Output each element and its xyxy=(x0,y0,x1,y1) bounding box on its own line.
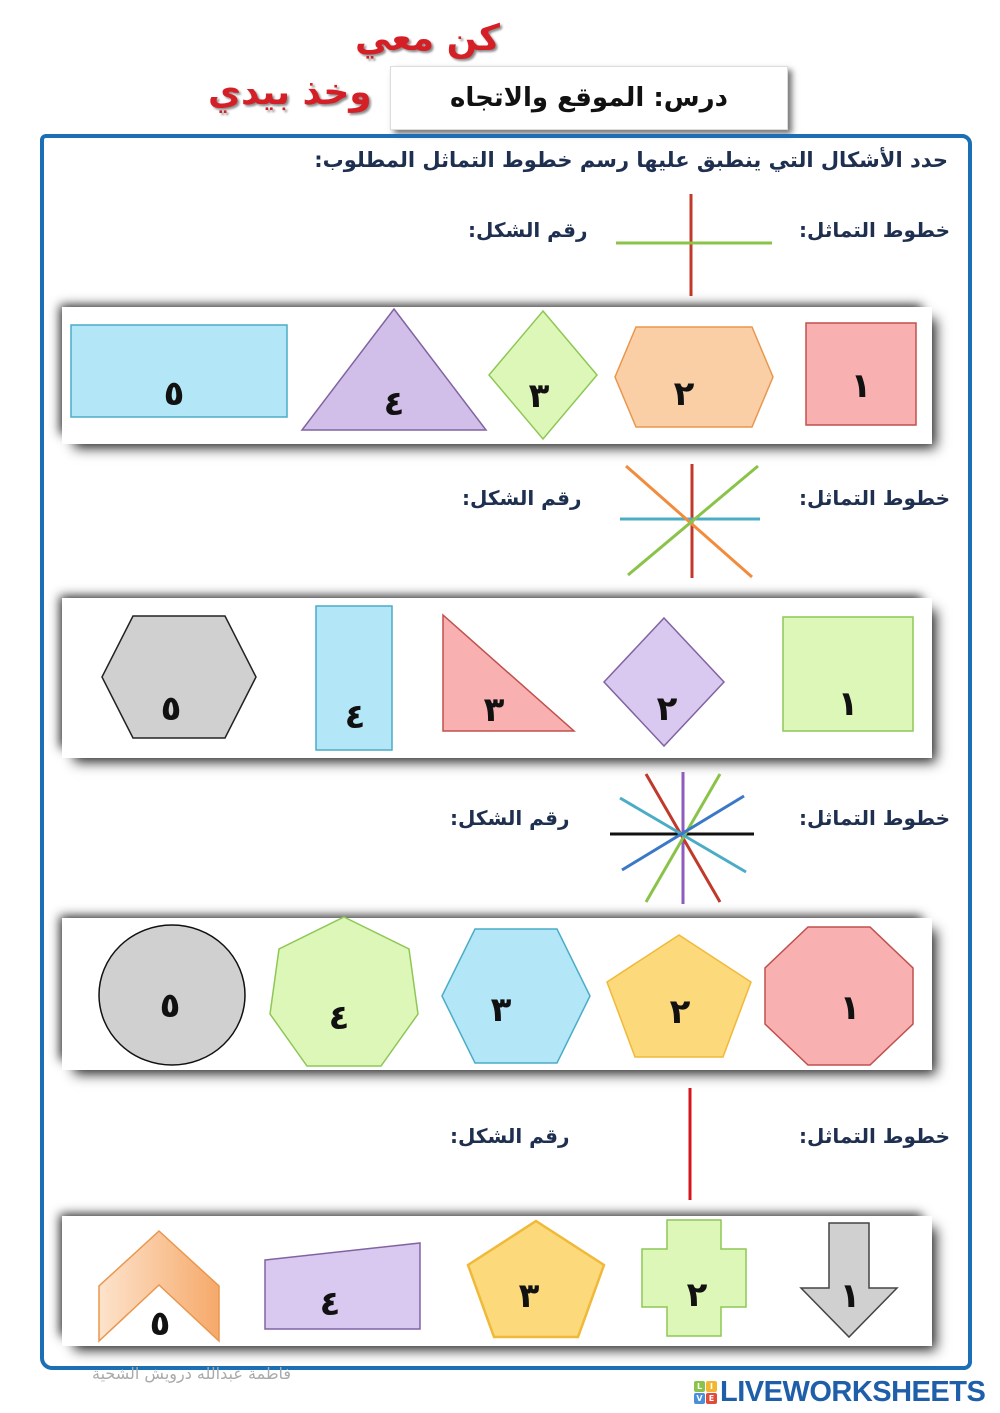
logo-tiles-icon: L I V E xyxy=(694,1381,717,1404)
q1-shape-5-number: ٥ xyxy=(163,374,185,414)
q3-shape-5-number: ٥ xyxy=(159,986,181,1026)
q3-symmetry-lines-icon xyxy=(608,770,758,910)
q3-shape-number-label: رقم الشكل: xyxy=(450,806,570,830)
instruction-text: حدد الأشكال التي ينطبق عليها رسم خطوط ال… xyxy=(314,148,948,172)
slogan-line-1: كن معي xyxy=(355,18,500,59)
q1-shape-4[interactable]: ٤ xyxy=(300,307,488,432)
q3-shape-3[interactable]: ٣ xyxy=(441,928,591,1064)
q2-answer-input[interactable] xyxy=(334,488,454,517)
q4-shape-2[interactable]: ٢ xyxy=(641,1219,747,1337)
q1-shape-1-number: ١ xyxy=(850,366,872,406)
q3-shape-4-number: ٤ xyxy=(328,998,350,1038)
q4-shape-4[interactable]: ٤ xyxy=(264,1242,422,1330)
q1-shape-1[interactable]: ١ xyxy=(805,322,917,426)
q1-shape-4-number: ٤ xyxy=(383,384,405,424)
q1-shape-3[interactable]: ٣ xyxy=(487,309,599,441)
q1-shape-3-number: ٣ xyxy=(528,376,550,416)
q4-shape-5-number: ٥ xyxy=(149,1304,171,1344)
q1-answer-input[interactable] xyxy=(340,220,460,249)
q2-symmetry-label: خطوط التماثل: xyxy=(799,486,950,510)
tile-e: E xyxy=(706,1393,717,1404)
q4-shape-2-number: ٢ xyxy=(686,1275,708,1315)
q2-shape-2-number: ٢ xyxy=(656,689,678,729)
q3-answer-input[interactable] xyxy=(322,808,442,837)
q2-shape-1-number: ١ xyxy=(837,684,859,724)
q4-shape-3-number: ٣ xyxy=(518,1276,540,1316)
q2-shape-5-number: ٥ xyxy=(160,689,182,729)
q1-shape-2-number: ٢ xyxy=(673,374,695,414)
q1-shape-5[interactable]: ٥ xyxy=(70,324,288,418)
q1-symmetry-label: خطوط التماثل: xyxy=(799,218,950,242)
q4-shape-3[interactable]: ٣ xyxy=(466,1219,606,1339)
q2-shape-3[interactable]: ٣ xyxy=(442,613,576,732)
q3-shape-1-number: ١ xyxy=(839,988,861,1028)
liveworksheets-logo: L I V E LIVEWORKSHEETS xyxy=(694,1376,986,1409)
q2-shape-4-number: ٤ xyxy=(344,697,366,737)
tile-i: I xyxy=(706,1381,717,1392)
tile-l: L xyxy=(694,1381,705,1392)
tile-v: V xyxy=(694,1393,705,1404)
q2-shape-1[interactable]: ١ xyxy=(782,616,914,732)
q4-shape-1-number: ١ xyxy=(839,1276,861,1316)
q2-shape-4[interactable]: ٤ xyxy=(315,605,393,751)
q4-shape-4-number: ٤ xyxy=(319,1284,341,1324)
q2-shape-2[interactable]: ٢ xyxy=(602,616,726,748)
q2-shape-3-number: ٣ xyxy=(483,690,505,730)
q3-shape-1[interactable]: ١ xyxy=(764,926,914,1066)
q3-shape-4[interactable]: ٤ xyxy=(269,916,419,1068)
q4-symmetry-label: خطوط التماثل: xyxy=(799,1124,950,1148)
q1-shape-number-label: رقم الشكل: xyxy=(468,218,588,242)
q1-symmetry-lines-icon xyxy=(610,192,780,302)
author-credit: فاطمة عبدالله درويش الشحية xyxy=(92,1364,292,1383)
q4-shape-number-label: رقم الشكل: xyxy=(450,1124,570,1148)
q3-shape-2[interactable]: ٢ xyxy=(606,934,752,1058)
lesson-title: درس: الموقع والاتجاه xyxy=(450,83,728,113)
q3-shape-2-number: ٢ xyxy=(669,992,691,1032)
q1-shape-2[interactable]: ٢ xyxy=(614,326,774,428)
brand-text: LIVEWORKSHEETS xyxy=(720,1376,986,1408)
q2-shape-number-label: رقم الشكل: xyxy=(462,486,582,510)
q2-shape-5[interactable]: ٥ xyxy=(101,615,257,739)
slogan-line-2: وخذ بيدي xyxy=(208,72,372,113)
q4-shape-5[interactable]: ٥ xyxy=(98,1229,220,1344)
q4-symmetry-lines-icon xyxy=(680,1086,700,1206)
q3-symmetry-label: خطوط التماثل: xyxy=(799,806,950,830)
q4-shape-1[interactable]: ١ xyxy=(799,1222,899,1339)
q4-answer-input[interactable] xyxy=(322,1126,442,1155)
q3-shape-3-number: ٣ xyxy=(490,990,512,1030)
q3-shape-5[interactable]: ٥ xyxy=(98,924,246,1066)
page-frame xyxy=(40,134,972,1370)
q2-symmetry-lines-icon xyxy=(616,462,762,586)
lesson-title-box: درس: الموقع والاتجاه xyxy=(390,66,788,130)
